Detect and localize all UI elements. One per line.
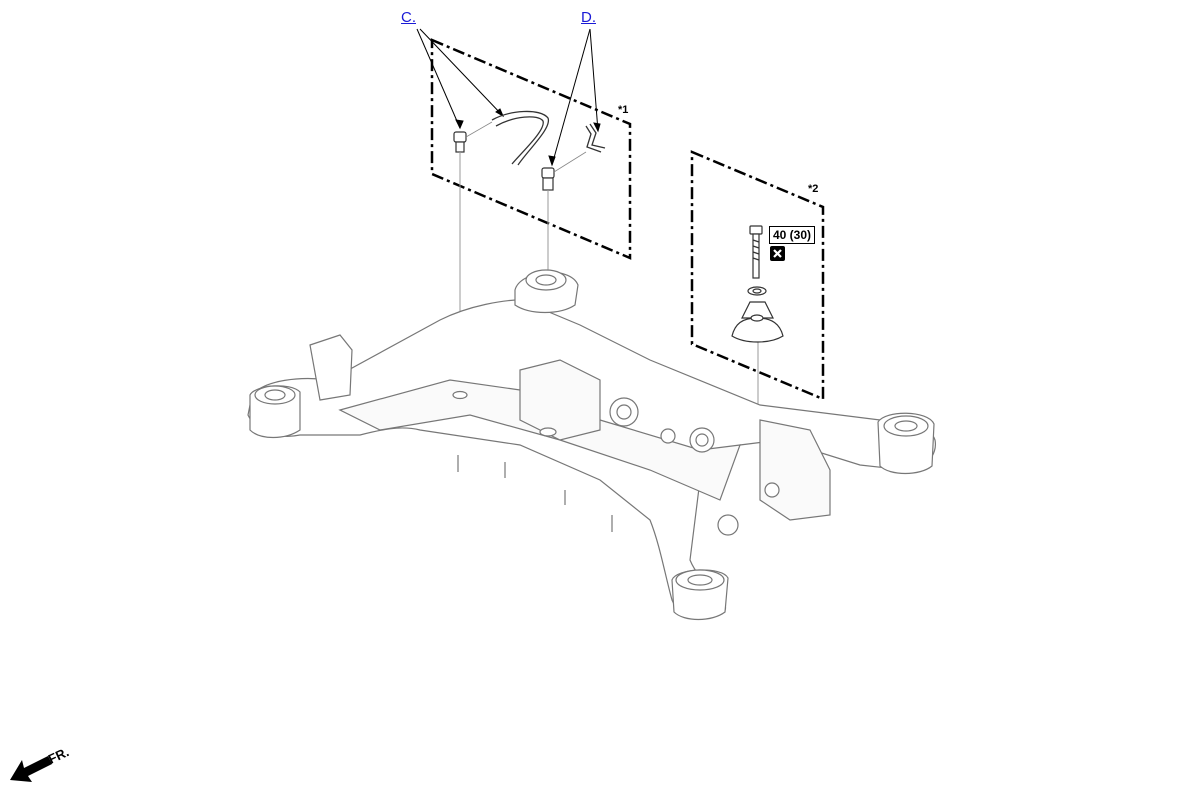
- breather-hose-c: [491, 110, 549, 166]
- callout-c-link[interactable]: C.: [401, 9, 416, 26]
- callout-d-link[interactable]: D.: [581, 9, 596, 26]
- breather-hose-d: [585, 123, 606, 153]
- x-box-icon: [770, 246, 785, 261]
- group-box-1: [430, 38, 632, 260]
- reference-mark-2: *2: [808, 183, 819, 195]
- subframe: [247, 269, 936, 621]
- front-arrow-icon: [10, 756, 52, 782]
- torque-spec-label: 40 (30): [769, 226, 816, 244]
- group-box-2: [690, 150, 825, 401]
- connector-d: [541, 151, 587, 191]
- bolt-assembly: [731, 225, 784, 343]
- callout-leaders: [416, 28, 601, 167]
- reference-mark-1: *1: [618, 104, 629, 116]
